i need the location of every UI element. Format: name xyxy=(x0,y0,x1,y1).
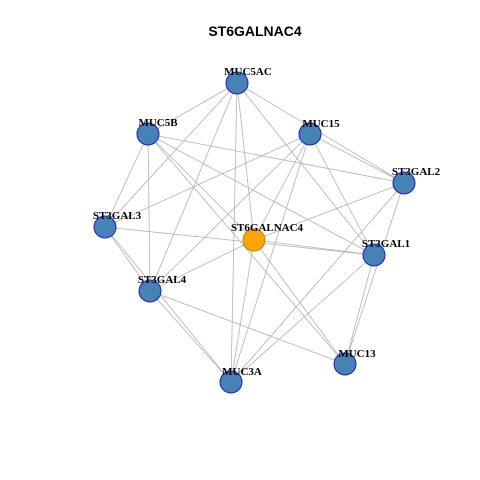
node-label: MUC3A xyxy=(222,366,262,378)
node-muc5b[interactable]: MUC5B xyxy=(136,117,178,146)
edge-muc5b-st3gal3 xyxy=(104,133,149,228)
edge-muc5ac-st6galnac4 xyxy=(236,82,255,241)
edge-st3gal4-muc3a xyxy=(149,290,232,383)
edge-st6galnac4-muc13 xyxy=(253,239,346,365)
edge-st3gal3-st3gal1 xyxy=(104,226,375,256)
node-st3gal4[interactable]: ST3GAL4 xyxy=(138,274,187,303)
edge-muc15-st3gal2 xyxy=(309,133,405,184)
node-circle[interactable] xyxy=(298,122,322,146)
node-muc3a[interactable]: MUC3A xyxy=(219,366,262,394)
node-circle[interactable] xyxy=(242,228,266,252)
edge-muc5ac-st3gal3 xyxy=(104,82,238,228)
node-st3gal1[interactable]: ST3GAL1 xyxy=(362,238,410,267)
edge-st6galnac4-st3gal1 xyxy=(253,239,375,256)
node-st6galnac4[interactable]: ST6GALNAC4 xyxy=(231,222,304,252)
edge-st3gal3-muc3a xyxy=(104,226,232,383)
edge-st3gal4-muc13 xyxy=(149,290,346,365)
node-circle[interactable] xyxy=(392,171,416,195)
edge-st3gal2-st6galnac4 xyxy=(253,182,405,241)
node-label: ST3GAL1 xyxy=(362,238,410,250)
edge-st6galnac4-st3gal4 xyxy=(149,239,255,292)
node-label: ST3GAL4 xyxy=(138,274,187,286)
node-st3gal2[interactable]: ST3GAL2 xyxy=(392,166,441,195)
node-circle[interactable] xyxy=(333,352,357,376)
edges-layer xyxy=(104,82,405,383)
node-st3gal3[interactable]: ST3GAL3 xyxy=(93,210,142,239)
edge-muc15-st6galnac4 xyxy=(253,133,311,241)
edge-muc15-muc3a xyxy=(230,133,311,383)
node-label: MUC13 xyxy=(338,348,376,360)
node-label: MUC5AC xyxy=(224,66,272,78)
edge-muc5ac-st3gal1 xyxy=(236,82,375,256)
edge-muc5b-muc13 xyxy=(147,133,346,365)
edge-muc15-st3gal3 xyxy=(104,133,311,228)
node-label: ST3GAL3 xyxy=(93,210,142,222)
node-circle[interactable] xyxy=(93,215,117,239)
edge-muc15-st3gal4 xyxy=(149,133,311,292)
node-label: MUC5B xyxy=(138,117,178,129)
edge-muc5ac-muc5b xyxy=(147,82,238,135)
node-circle[interactable] xyxy=(225,71,249,95)
node-label: MUC15 xyxy=(302,118,340,130)
edge-muc5b-st3gal1 xyxy=(147,133,375,256)
node-circle[interactable] xyxy=(362,243,386,267)
node-muc15[interactable]: MUC15 xyxy=(298,118,340,146)
edge-st3gal2-muc13 xyxy=(344,182,405,365)
node-muc5ac[interactable]: MUC5AC xyxy=(224,66,272,95)
edge-st3gal2-muc3a xyxy=(230,182,405,383)
node-circle[interactable] xyxy=(136,122,160,146)
edge-muc5b-st3gal4 xyxy=(147,133,151,292)
edge-st3gal1-muc13 xyxy=(344,254,375,365)
edge-st3gal1-muc3a xyxy=(230,254,375,383)
edge-st6galnac4-muc3a xyxy=(230,239,255,383)
node-circle[interactable] xyxy=(219,370,243,394)
nodes-layer: MUC5AC MUC5B MUC15ST3GAL2ST3GAL3ST6GALNAC4… xyxy=(93,66,441,394)
node-muc13[interactable]: MUC13 xyxy=(333,348,376,376)
node-circle[interactable] xyxy=(138,279,162,303)
edge-st3gal3-st3gal4 xyxy=(104,226,151,292)
node-label: ST3GAL2 xyxy=(392,166,441,178)
diagram-title: ST6GALNAC4 xyxy=(208,23,302,39)
edge-muc5b-st3gal2 xyxy=(147,133,405,184)
edge-muc5ac-muc3a xyxy=(230,82,238,383)
node-label: ST6GALNAC4 xyxy=(231,222,304,234)
edge-muc5b-st6galnac4 xyxy=(147,133,255,241)
edge-muc15-st3gal1 xyxy=(309,133,375,256)
